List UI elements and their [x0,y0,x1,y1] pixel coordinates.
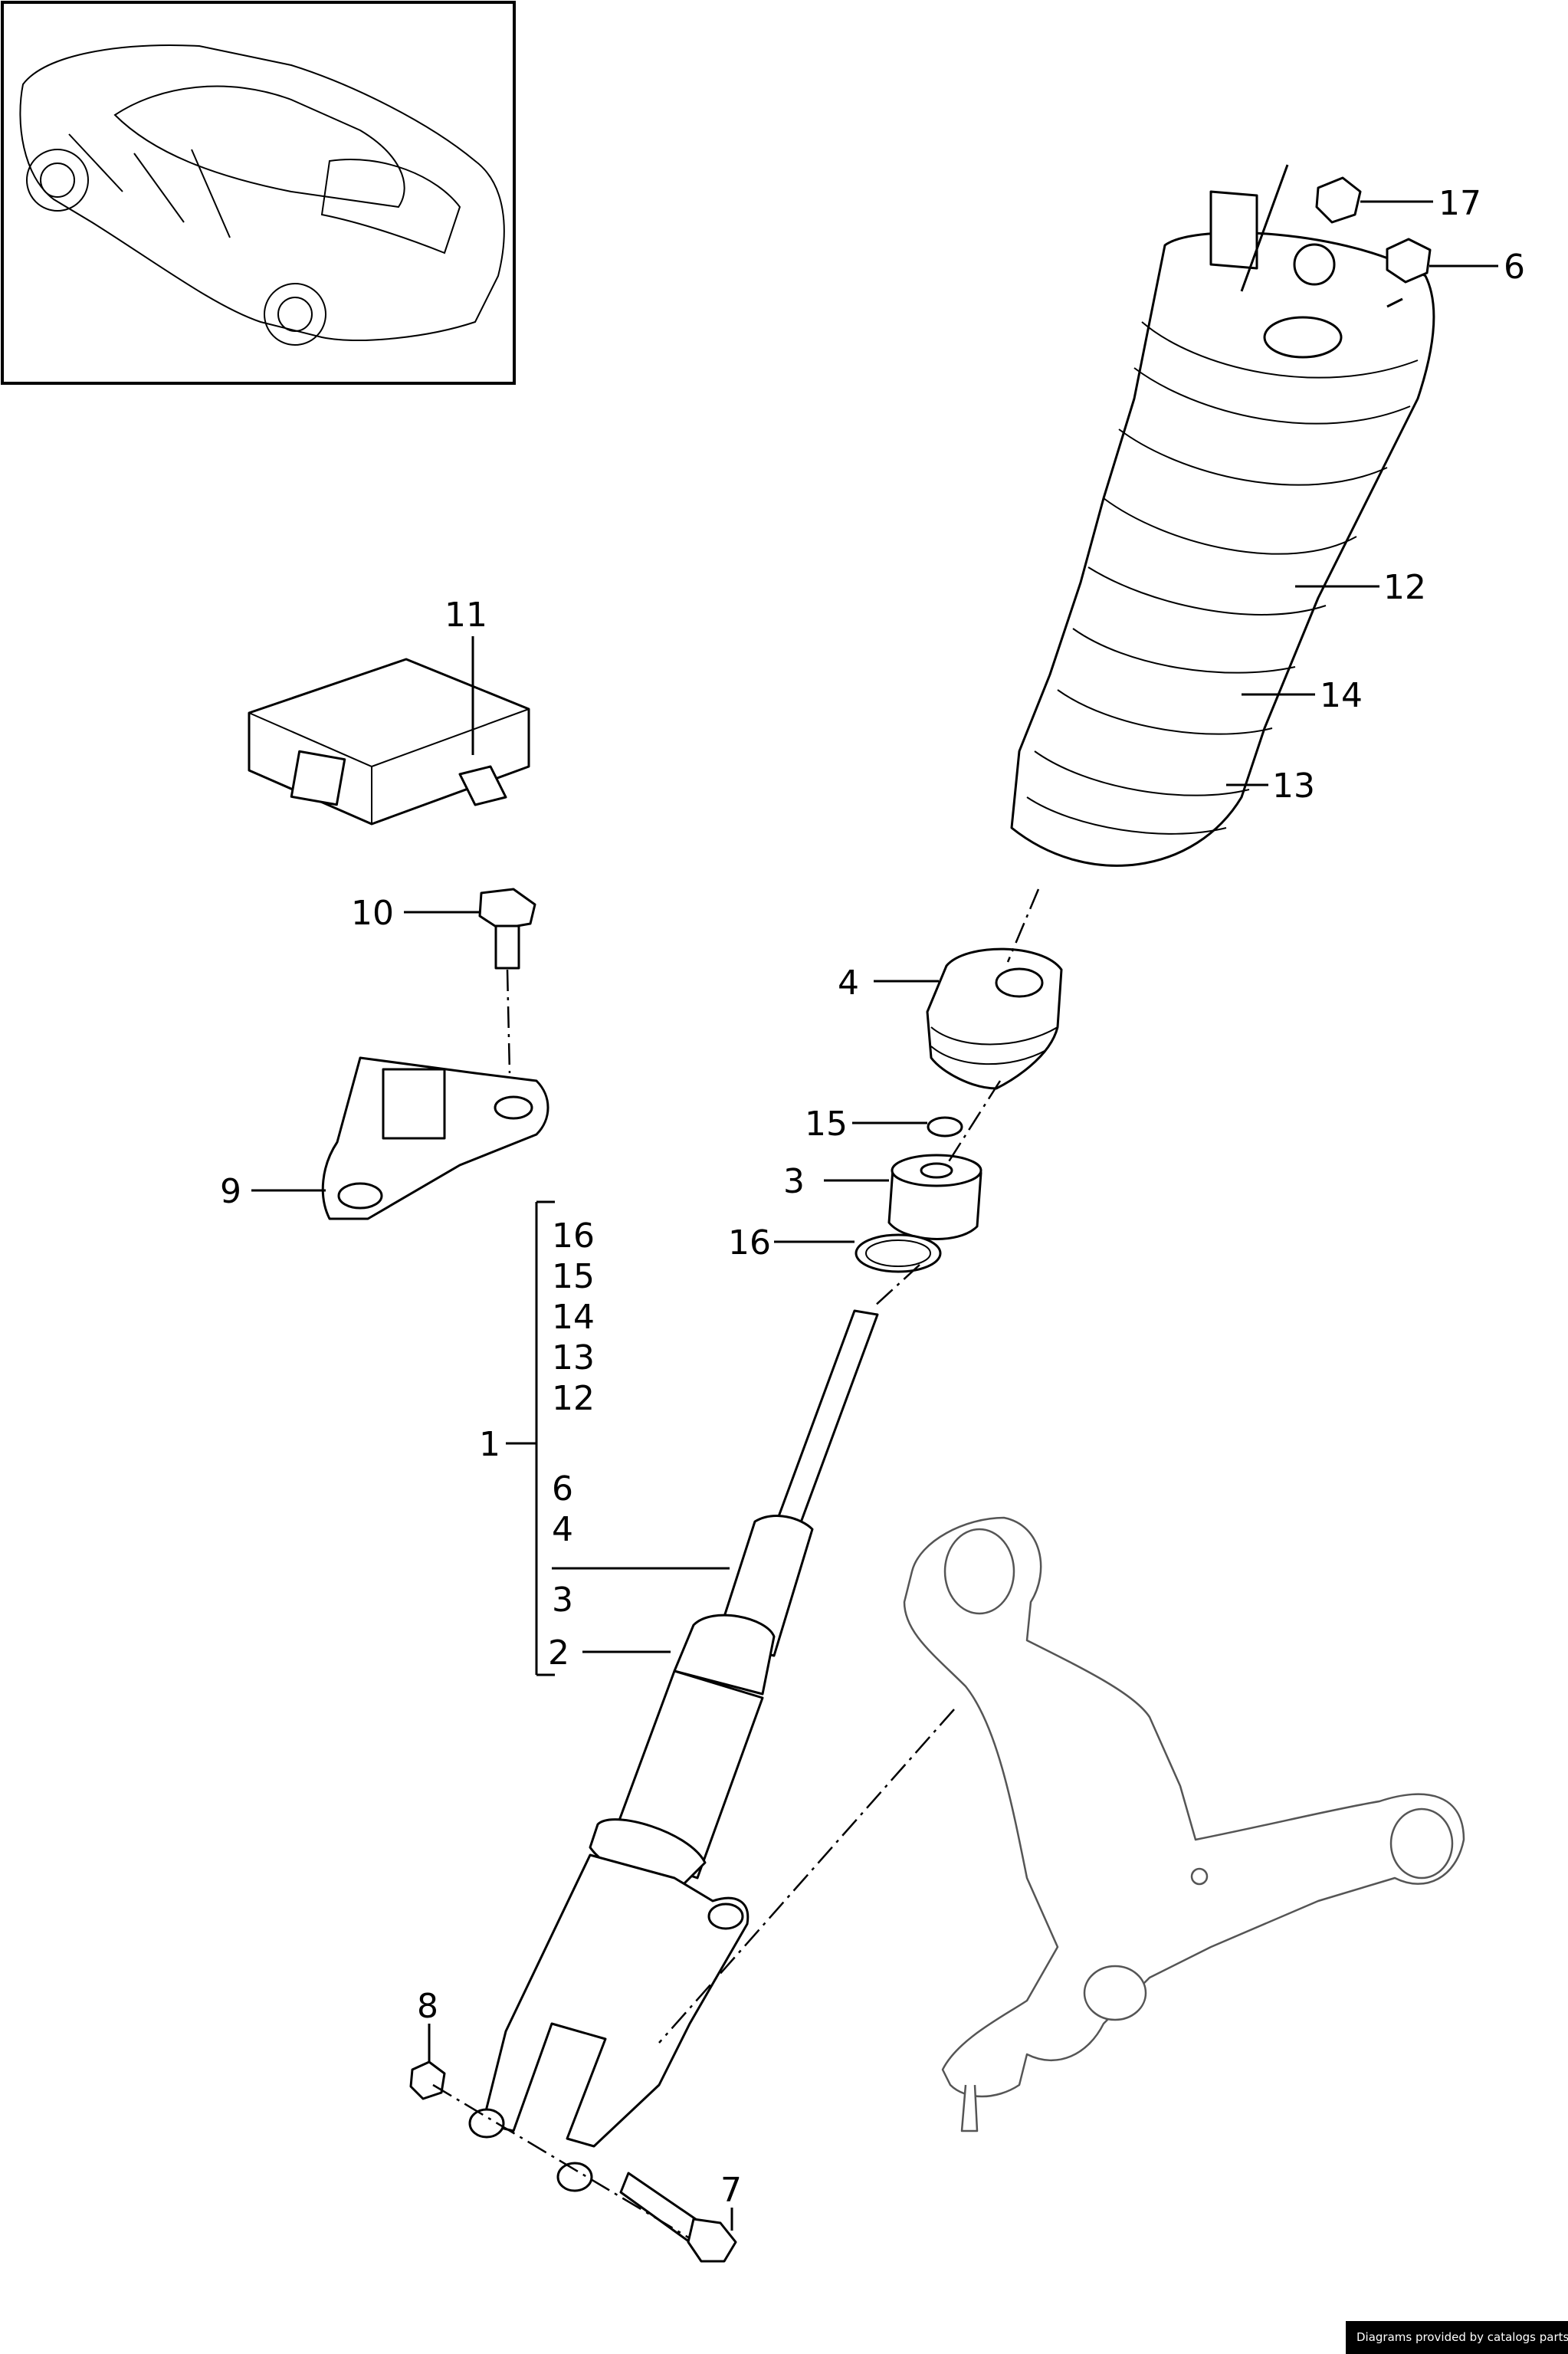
assembly-lines [432,888,1040,2240]
air-spring [1010,164,1435,867]
callout-3: 3 [783,1162,805,1201]
kit-item: 13 [552,1338,595,1377]
callout-2: 2 [548,1633,569,1673]
sensor-bracket [321,1056,549,1220]
kit-item: 15 [552,1257,595,1296]
bushing-3 [887,1154,982,1240]
callout-12: 12 [1383,568,1426,607]
callout-11: 11 [444,596,487,635]
kit-item: 3 [552,1581,573,1620]
o-ring-15 [927,1116,963,1138]
callout-13: 13 [1272,767,1315,806]
kit-bracket [506,1200,730,1676]
callout-10: 10 [351,894,394,933]
credit-text: Diagrams provided by catalogs parts [1356,2330,1568,2344]
nut-17 [1315,176,1362,224]
shock-absorber [468,1309,879,2192]
kit-item: 6 [552,1469,573,1509]
callout-14: 14 [1320,676,1363,715]
control-unit [248,658,530,826]
callout-8: 8 [417,1987,438,2026]
vehicle-thumbnail [1,1,516,385]
bolt-10 [478,888,536,970]
callout-17: 17 [1438,184,1481,223]
nut-8 [409,2060,446,2100]
control-arm [903,1516,1465,2132]
kit-item: 16 [552,1216,595,1256]
callout-labels: 17 6 12 14 13 11 10 9 4 15 3 16 1 2 8 7 [220,184,1525,2210]
leader-lines [251,200,1498,2231]
credit-banner [1346,2321,1568,2354]
kit-item: 12 [552,1379,595,1418]
callout-1: 1 [479,1425,500,1464]
kit-component-list: 16 15 14 13 12 6 4 3 [552,1216,595,1620]
callout-15: 15 [805,1105,848,1144]
callout-4: 4 [838,964,859,1003]
kit-item: 4 [552,1510,573,1549]
callout-16: 16 [728,1223,771,1262]
callout-6: 6 [1504,248,1525,287]
ring-16 [855,1233,942,1273]
bolt-7 [619,2172,737,2263]
kit-item: 14 [552,1298,595,1337]
callout-7: 7 [720,2171,742,2210]
nut-6 [1386,238,1432,284]
bump-stop [926,947,1063,1090]
callout-9: 9 [220,1172,241,1211]
